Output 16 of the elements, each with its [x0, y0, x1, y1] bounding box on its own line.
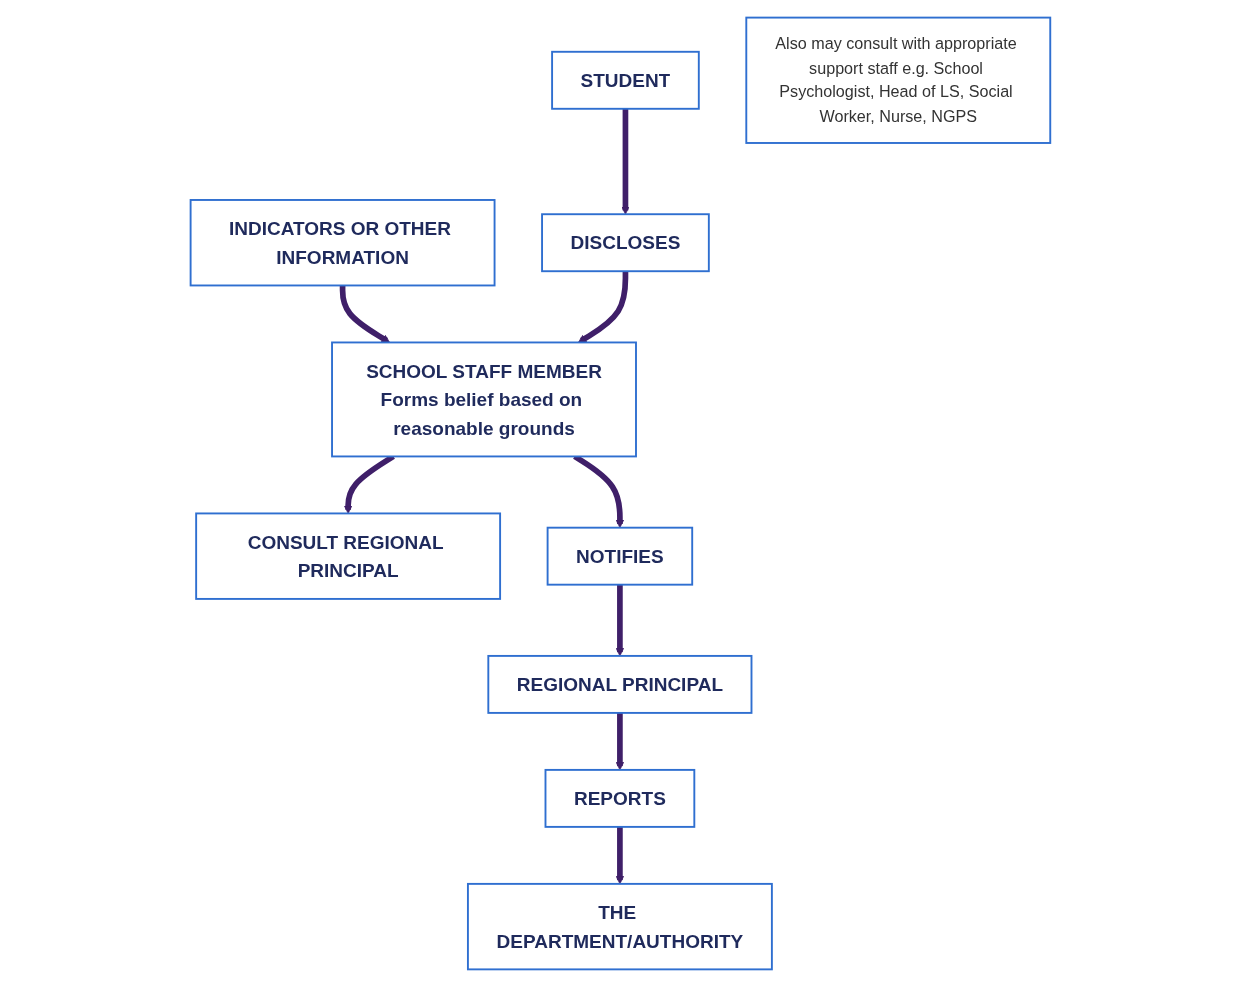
- node-box: SCHOOL STAFF MEMBER Forms belief based on reasonable grounds: [330, 341, 637, 458]
- node-box: INDICATORS OR OTHER INFORMATION: [189, 199, 496, 287]
- node-box: Also may consult with appropriate support staff e.g. School Psychologist, Head of LS, Social Worker, Nurse, NGPS: [744, 16, 1051, 144]
- node-box: DISCLOSES: [540, 213, 710, 273]
- arrow: [615, 584, 624, 657]
- arrow: [620, 108, 630, 215]
- arrow: [339, 285, 390, 343]
- node-box: STUDENT: [550, 50, 700, 110]
- node-box: REPORTS: [544, 768, 695, 828]
- arrow: [577, 271, 628, 343]
- node-box: CONSULT REGIONAL PRINCIPAL: [194, 512, 501, 600]
- node-box: THE DEPARTMENT/AUTHORITY: [466, 882, 773, 971]
- node-box: REGIONAL PRINCIPAL: [486, 654, 752, 714]
- arrow: [615, 826, 624, 885]
- arrow: [615, 712, 624, 771]
- node-box: NOTIFIES: [546, 526, 693, 586]
